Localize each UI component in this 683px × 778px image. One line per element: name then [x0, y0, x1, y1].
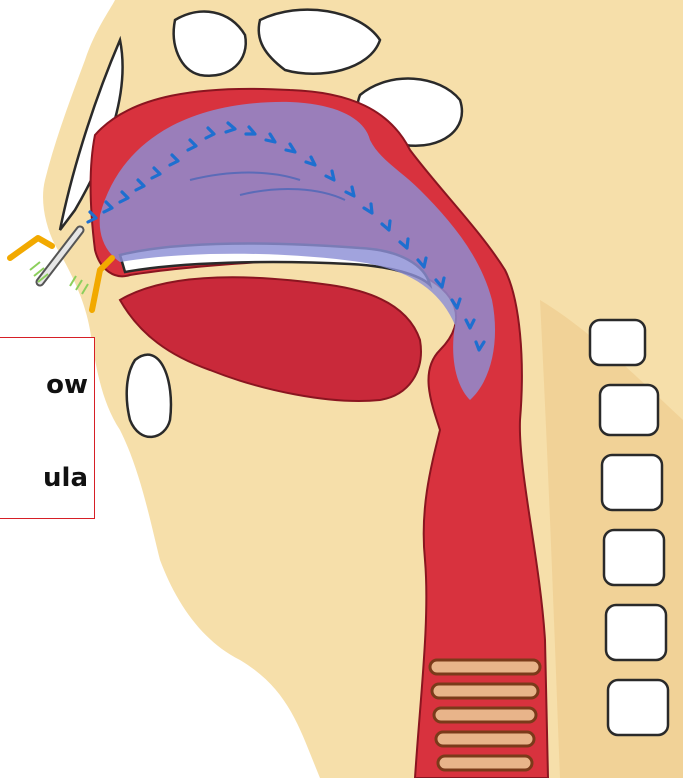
callout-line-1: ow	[46, 372, 88, 398]
frontal-sinus	[174, 12, 246, 76]
mandible-chin	[127, 355, 171, 437]
callout-box: ow ula	[0, 337, 95, 519]
callout-line-2: ula	[43, 465, 88, 491]
